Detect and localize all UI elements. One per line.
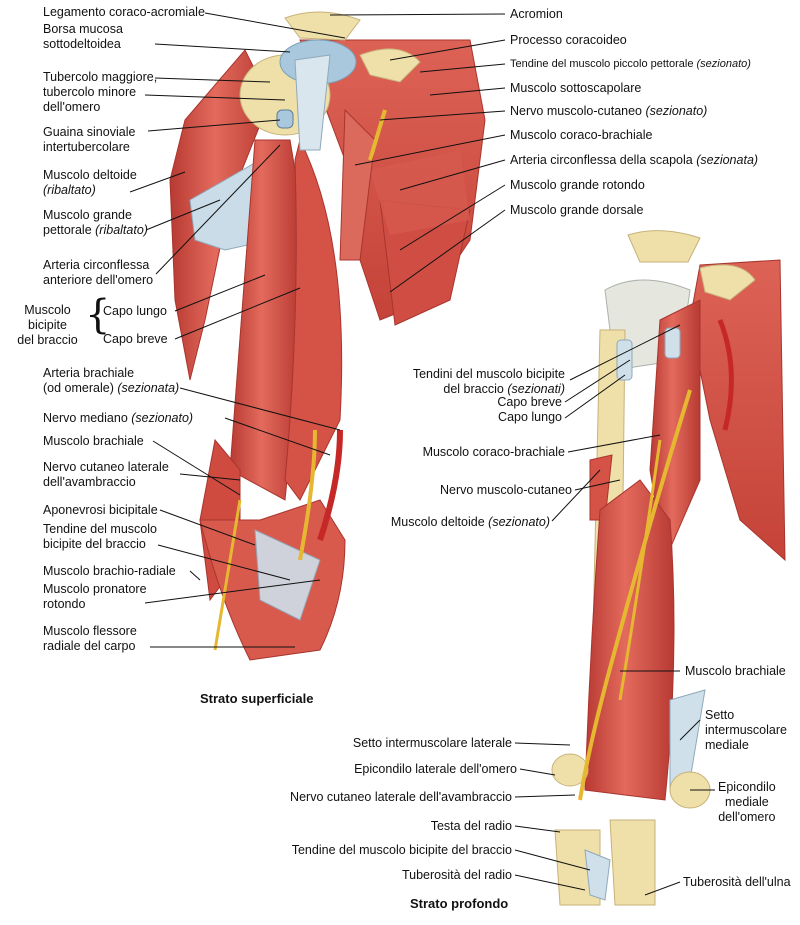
deep-biceps-tendon xyxy=(584,849,611,901)
label-muscolo-bicipite: Muscolo bicipite del braccio xyxy=(17,303,78,347)
label-muscolo-coraco-brachiale-sup: Muscolo coraco-brachiale xyxy=(510,128,653,142)
label-tendine-bicipite-deep: Tendine del muscolo bicipite del braccio xyxy=(291,843,512,857)
median-nerve xyxy=(298,429,317,561)
label-muscolo-grande-pettorale: Muscolo grande pettorale (ribaltato) xyxy=(43,208,148,237)
biceps-short-head xyxy=(284,138,343,501)
lateral-cutaneous-nerve xyxy=(213,499,242,651)
deep-cut-tendon-long xyxy=(616,339,633,381)
label-arteria-circonflessa-scapola: Arteria circonflessa della scapola (sezi… xyxy=(510,153,759,167)
teres-major-muscle xyxy=(370,150,470,235)
label-muscolo-flessore-radiale: Muscolo flessore radiale del carpo xyxy=(43,624,137,653)
deep-ulna xyxy=(609,819,656,906)
label-capo-breve-deep: Capo breve xyxy=(497,395,562,409)
deep-acromion xyxy=(627,230,701,263)
label-tuberosita-radio: Tuberosità del radio xyxy=(401,868,512,882)
label-setto-laterale: Setto intermuscolare laterale xyxy=(352,736,512,750)
deep-cut-tendon-short xyxy=(664,327,681,359)
label-tendine-bicipite-sup: Tendine del muscolo bicipite del braccio xyxy=(43,522,157,551)
label-tuberosita-ulna: Tuberosità dell'ulna xyxy=(683,875,791,889)
caption-strato-profondo: Strato profondo xyxy=(410,896,509,911)
deep-musculocutaneous-nerve xyxy=(578,389,692,801)
label-muscolo-pronatore-rotondo: Muscolo pronatore rotondo xyxy=(43,582,147,611)
bicipital-aponeurosis xyxy=(254,529,321,621)
label-epicondilo-mediale: Epicondilo mediale dell'omero xyxy=(718,780,776,824)
label-nervo-mediano: Nervo mediano (sezionato) xyxy=(43,411,194,425)
deep-coracobrachialis xyxy=(649,299,701,562)
label-borsa-mucosa: Borsa mucosa sottodeltoidea xyxy=(43,22,123,51)
intertubercular-sheath xyxy=(276,109,294,129)
caption-strato-superficiale: Strato superficiale xyxy=(200,691,314,706)
biceps-tendon-upper xyxy=(294,54,331,151)
label-acromion: Acromion xyxy=(510,7,563,21)
label-testa-radio: Testa del radio xyxy=(430,819,512,833)
label-capo-breve-sup: Capo breve xyxy=(103,332,168,346)
deep-circumflex-artery xyxy=(717,319,734,431)
label-muscolo-deltoide: Muscolo deltoide(ribaltato) xyxy=(43,168,137,197)
label-muscolo-brachio-radiale: Muscolo brachio-radiale xyxy=(43,564,176,578)
label-legamento-coraco-acromiale: Legamento coraco-acromiale xyxy=(43,5,205,19)
label-capo-lungo-sup: Capo lungo xyxy=(103,304,167,318)
superficial-layer-figure xyxy=(169,11,486,661)
deep-layer-figure xyxy=(551,230,786,906)
acromion-bone xyxy=(284,11,361,41)
leader-lines xyxy=(129,12,715,896)
brachial-artery xyxy=(317,429,343,541)
label-tendini-bicipite: Tendini del muscolo bicipite del braccio… xyxy=(412,367,565,396)
label-aponevrosi-bicipitale: Aponevrosi bicipitale xyxy=(43,503,158,517)
label-arteria-brachiale: Arteria brachiale (od omerale) (sezionat… xyxy=(43,366,180,395)
label-guaina-sinoviale: Guaina sinoviale intertubercolare xyxy=(43,125,136,154)
coracobrachialis-muscle xyxy=(339,108,376,261)
label-muscolo-sottoscapolare: Muscolo sottoscapolare xyxy=(510,81,642,95)
deep-nerve-branch xyxy=(618,439,662,701)
label-processo-coracoideo: Processo coracoideo xyxy=(510,33,627,47)
bicipite-brace: { xyxy=(85,292,111,338)
deep-scapular-muscles xyxy=(689,259,786,562)
label-nervo-cutaneo-deep: Nervo cutaneo laterale dell'avambraccio xyxy=(290,790,512,804)
label-brachiale-deep: Muscolo brachiale xyxy=(685,664,786,678)
label-muscolo-brachiale-sup: Muscolo brachiale xyxy=(43,434,144,448)
label-arteria-circonflessa-anteriore: Arteria circonflessa anteriore dell'omer… xyxy=(43,258,154,287)
label-epicondilo-laterale: Epicondilo laterale dell'omero xyxy=(354,762,517,776)
musculocutaneous-nerve-sup xyxy=(368,109,387,161)
label-muscolo-grande-rotondo: Muscolo grande rotondo xyxy=(510,178,645,192)
label-nervo-muscolo-cutaneo-sup: Nervo muscolo-cutaneo (sezionato) xyxy=(510,104,708,118)
label-nervo-cutaneo-laterale-sup: Nervo cutaneo laterale dell'avambraccio xyxy=(43,460,169,489)
label-coraco-brachiale-deep: Muscolo coraco-brachiale xyxy=(422,445,565,459)
label-tendine-piccolo-pettorale: Tendine del muscolo piccolo pettorale (s… xyxy=(510,58,751,70)
label-deltoide-deep: Muscolo deltoide (sezionato) xyxy=(390,515,550,529)
label-muscolo-cutaneo-deep: Nervo muscolo-cutaneo xyxy=(439,483,572,497)
label-capo-lungo-deep: Capo lungo xyxy=(498,410,562,424)
deep-lateral-epicondyle xyxy=(551,753,589,787)
deep-coracoid xyxy=(699,264,756,301)
label-tubercolo: Tubercolo maggiore, tubercolo minore del… xyxy=(43,70,158,114)
label-setto-mediale: Setto intermuscolare mediale xyxy=(705,708,787,752)
label-muscolo-grande-dorsale: Muscolo grande dorsale xyxy=(510,203,644,217)
